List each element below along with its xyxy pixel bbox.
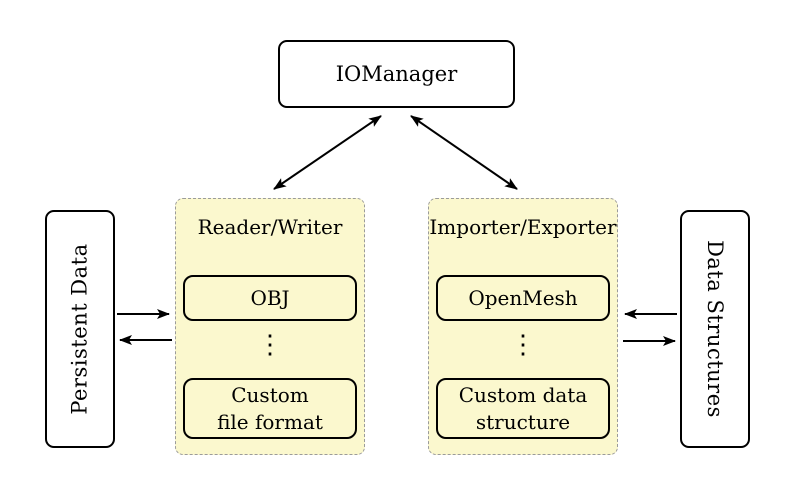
node-obj-label: OBJ	[250, 285, 290, 310]
arrow-iomanager-importerexporter	[410, 115, 518, 190]
node-custom-file-format-line2: file format	[217, 409, 323, 434]
node-custom-file-format: Custom file format	[183, 378, 357, 439]
group-importer-exporter-title: Importer/Exporter	[429, 215, 617, 239]
node-custom-data-structure-line1: Custom data	[458, 383, 588, 408]
node-custom-data-structure: Custom data structure	[436, 378, 610, 439]
node-iomanager: IOManager	[278, 40, 515, 108]
group-reader-writer-title: Reader/Writer	[197, 215, 343, 239]
arrow-iomanager-readerwriter	[273, 115, 382, 190]
ellipsis-importer-exporter: ⋮	[510, 330, 536, 360]
ellipsis-reader-writer: ⋮	[257, 330, 283, 360]
group-importer-exporter: Importer/Exporter OpenMesh ⋮ Custom data…	[428, 198, 618, 455]
node-persistent-data: Persistent Data	[45, 210, 115, 448]
node-custom-data-structure-line2: structure	[475, 409, 571, 434]
node-openmesh: OpenMesh	[436, 275, 610, 321]
node-persistent-data-label: Persistent Data	[68, 243, 92, 415]
node-data-structures-label: Data Structures	[703, 240, 728, 418]
group-reader-writer: Reader/Writer OBJ ⋮ Custom file format	[175, 198, 365, 455]
node-custom-file-format-line1: Custom	[231, 383, 309, 408]
node-iomanager-label: IOManager	[335, 62, 458, 86]
node-data-structures: Data Structures	[680, 210, 750, 448]
node-openmesh-label: OpenMesh	[468, 285, 578, 310]
node-obj: OBJ	[183, 275, 357, 321]
